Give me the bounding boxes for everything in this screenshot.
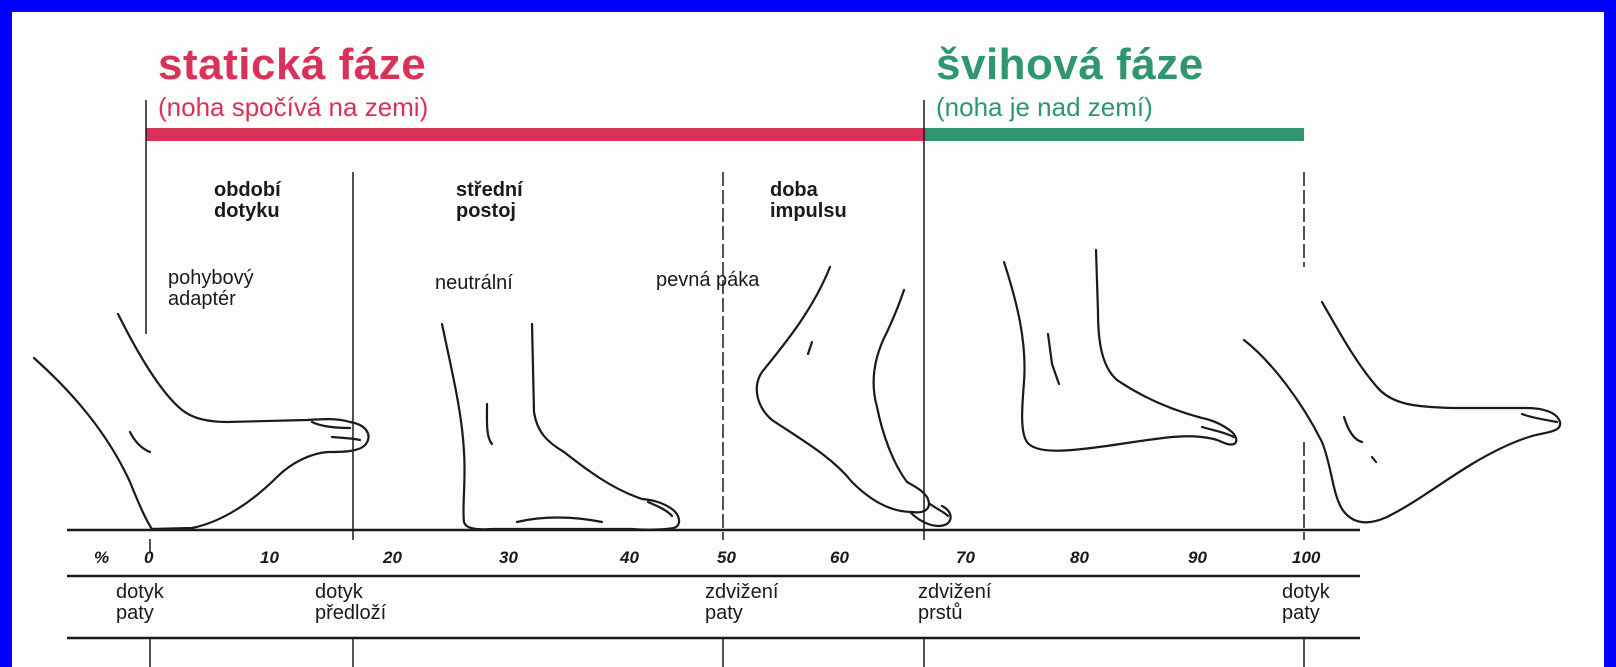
swing-phase-title: švihová fáze bbox=[936, 42, 1204, 88]
stance-phase-title: statická fáze bbox=[158, 42, 426, 88]
period-midstance-line1: střední bbox=[456, 180, 523, 201]
event-heel-strike-next-line1: dotyk bbox=[1282, 582, 1330, 603]
axis-unit-label: % bbox=[94, 549, 109, 567]
period-label-propulsion: doba impulsu bbox=[770, 180, 847, 222]
event-heel-strike-next: dotyk paty bbox=[1282, 582, 1330, 624]
foot-swing-icon bbox=[1004, 250, 1236, 451]
axis-tick-40: 40 bbox=[620, 549, 639, 567]
event-heel-strike-line2: paty bbox=[116, 603, 164, 624]
axis-tick-50: 50 bbox=[717, 549, 736, 567]
event-heel-strike-line1: dotyk bbox=[116, 582, 164, 603]
axis-tick-80: 80 bbox=[1070, 549, 1089, 567]
role-label-rigid-lever: pevná páka bbox=[656, 270, 759, 291]
axis-tick-70: 70 bbox=[956, 549, 975, 567]
event-heel-off-line1: zdvižení bbox=[705, 582, 778, 603]
period-contact-line1: období bbox=[214, 180, 281, 201]
role-label-neutral: neutrální bbox=[435, 273, 513, 294]
event-toe-off-line2: prstů bbox=[918, 603, 991, 624]
role-label-mobile-adapter: pohybový adaptér bbox=[168, 268, 254, 310]
role-adapter-line2: adaptér bbox=[168, 289, 254, 310]
foot-toe-off-icon bbox=[757, 267, 951, 526]
period-propulsion-line2: impulsu bbox=[770, 201, 847, 222]
axis-tick-20: 20 bbox=[383, 549, 402, 567]
event-heel-off: zdvižení paty bbox=[705, 582, 778, 624]
axis-tick-60: 60 bbox=[830, 549, 849, 567]
foot-heel-strike-icon-2 bbox=[1244, 302, 1560, 522]
event-heel-off-line2: paty bbox=[705, 603, 778, 624]
phase-dividers bbox=[146, 100, 1304, 552]
event-toe-off-line1: zdvižení bbox=[918, 582, 991, 603]
period-label-midstance: střední postoj bbox=[456, 180, 523, 222]
period-propulsion-line1: doba bbox=[770, 180, 847, 201]
stance-phase-bar bbox=[146, 128, 926, 141]
stance-phase-subtitle: (noha spočívá na zemi) bbox=[158, 94, 428, 121]
event-heel-strike-next-line2: paty bbox=[1282, 603, 1330, 624]
role-adapter-line1: pohybový bbox=[168, 268, 254, 289]
gait-cycle-diagram: statická fáze (noha spočívá na zemi) švi… bbox=[12, 12, 1604, 667]
event-forefoot-line1: dotyk bbox=[315, 582, 386, 603]
axis-tick-0: 0 bbox=[144, 549, 153, 567]
axis-tick-30: 30 bbox=[499, 549, 518, 567]
event-heel-strike: dotyk paty bbox=[116, 582, 164, 624]
axis-tick-10: 10 bbox=[260, 549, 279, 567]
axis-tick-90: 90 bbox=[1188, 549, 1207, 567]
event-forefoot-contact: dotyk předloží bbox=[315, 582, 386, 624]
period-midstance-line2: postoj bbox=[456, 201, 523, 222]
swing-phase-bar bbox=[926, 128, 1304, 141]
period-label-contact: období dotyku bbox=[214, 180, 281, 222]
event-forefoot-line2: předloží bbox=[315, 603, 386, 624]
event-toe-off: zdvižení prstů bbox=[918, 582, 991, 624]
period-contact-line2: dotyku bbox=[214, 201, 281, 222]
foot-midstance-icon bbox=[442, 324, 679, 530]
axis-tick-100: 100 bbox=[1292, 549, 1320, 567]
foot-heel-strike-icon bbox=[34, 314, 368, 529]
swing-phase-subtitle: (noha je nad zemí) bbox=[936, 94, 1153, 121]
